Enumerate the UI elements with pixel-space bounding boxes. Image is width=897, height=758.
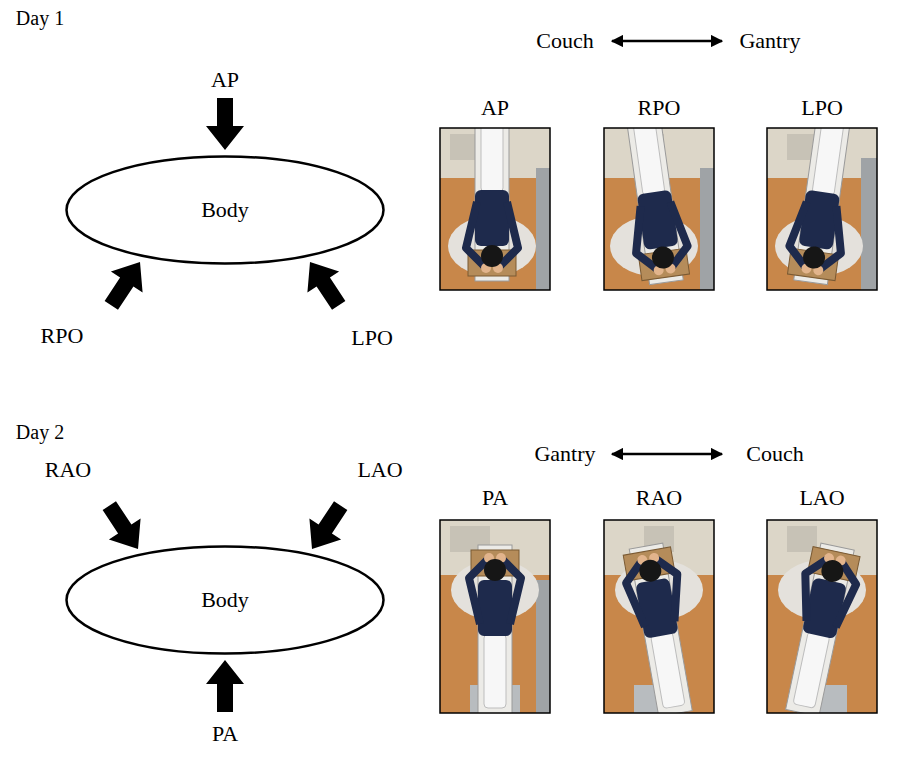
node-label: Body xyxy=(201,588,249,612)
view-label: RAO xyxy=(45,458,91,482)
view-label: Gantry xyxy=(739,29,800,53)
view-label: PA xyxy=(212,722,238,746)
node-label: Body xyxy=(201,198,249,222)
view-label: RPO xyxy=(41,324,84,348)
view-label: RPO xyxy=(638,96,681,120)
direction-arrow xyxy=(612,453,722,456)
beam-arrow xyxy=(95,252,155,316)
setup-photo xyxy=(604,110,714,290)
view-label: Couch xyxy=(536,29,593,53)
view-label: LPO xyxy=(351,326,393,350)
day-heading: Day 1 xyxy=(16,7,64,29)
view-label: Couch xyxy=(746,442,803,466)
beam-arrow xyxy=(294,252,354,316)
day-heading: Day 2 xyxy=(16,421,64,443)
view-label: LAO xyxy=(799,486,844,510)
setup-photo xyxy=(440,111,550,290)
setup-photo xyxy=(604,520,714,718)
setup-photo xyxy=(767,520,877,718)
beam-arrow xyxy=(206,660,244,712)
view-label: RAO xyxy=(636,486,682,510)
beam-arrow xyxy=(93,495,153,559)
view-label: PA xyxy=(482,486,508,510)
view-label: AP xyxy=(211,68,239,92)
view-label: Gantry xyxy=(534,442,595,466)
setup-photo xyxy=(767,110,877,290)
view-label: LAO xyxy=(357,458,402,482)
setup-photo xyxy=(440,520,550,715)
beam-arrow xyxy=(206,98,244,150)
view-label: AP xyxy=(481,96,509,120)
body-ellipse: Body xyxy=(65,155,385,265)
body-ellipse: Body xyxy=(65,545,385,655)
view-label: LPO xyxy=(801,96,843,120)
direction-arrow xyxy=(612,40,722,43)
beam-arrow xyxy=(296,495,356,559)
